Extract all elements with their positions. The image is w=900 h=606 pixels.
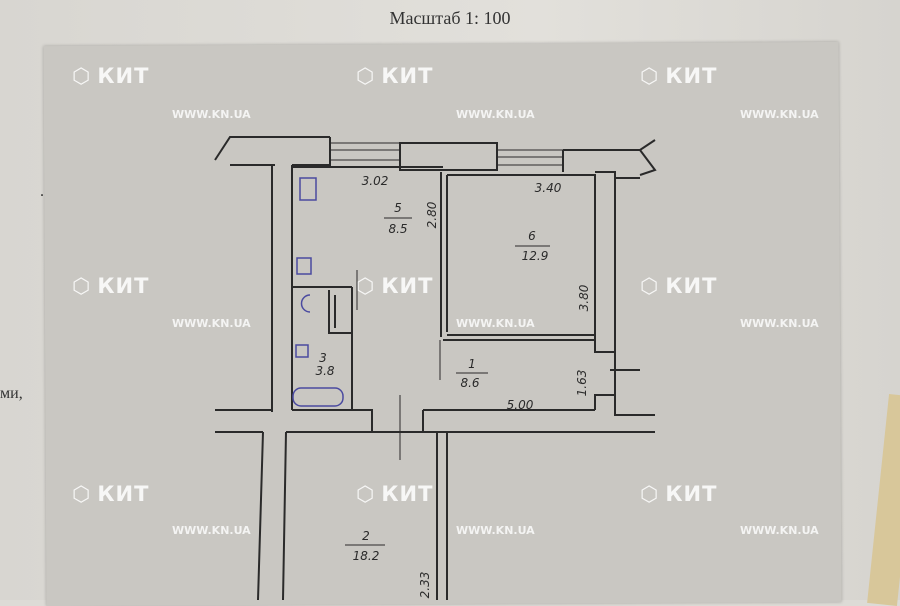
dim-room5-depth: 2.80 xyxy=(425,201,439,228)
margin-text-fragment: ми, xyxy=(0,385,23,402)
dim-room1-width: 5.00 xyxy=(507,398,534,412)
hexagon-logo-icon: ⬡ xyxy=(640,64,660,88)
windows xyxy=(330,142,563,166)
washbasin-icon xyxy=(295,344,309,358)
sink-icon xyxy=(296,257,312,275)
hexagon-logo-icon: ⬡ xyxy=(356,64,376,88)
scale-title: Масштаб 1: 100 xyxy=(389,8,511,28)
room6-area: 12.9 xyxy=(522,249,549,263)
watermark-logo: ⬡КИТ xyxy=(640,64,717,88)
dim-room2: 2.33 xyxy=(418,572,432,599)
watermark-brand: КИТ xyxy=(665,64,718,88)
watermark-url: WWW.KN.UA xyxy=(740,317,819,330)
room5-walls xyxy=(292,166,443,288)
watermark-url: WWW.KN.UA xyxy=(172,108,251,121)
watermark-url: WWW.KN.UA xyxy=(172,524,251,537)
door-marks xyxy=(356,270,441,460)
watermark-logo: ⬡КИТ xyxy=(640,274,717,298)
watermark-logo: ⬡КИТ xyxy=(356,64,433,88)
right-wall xyxy=(594,178,655,416)
hexagon-logo-icon: ⬡ xyxy=(640,274,660,298)
dim-room5-width: 3.02 xyxy=(362,174,389,188)
room2-number: 2 xyxy=(362,529,370,543)
bathtub-icon xyxy=(292,387,344,407)
watermark-brand: КИТ xyxy=(97,482,150,506)
hexagon-logo-icon: ⬡ xyxy=(640,482,660,506)
hexagon-logo-icon: ⬡ xyxy=(356,482,376,506)
watermark-logo: ⬡КИТ xyxy=(356,482,433,506)
hexagon-logo-icon: ⬡ xyxy=(72,482,92,506)
room2-walls xyxy=(436,432,448,600)
watermark-logo: ⬡КИТ xyxy=(72,274,149,298)
margin-mark: . xyxy=(40,183,44,200)
bathroom-walls xyxy=(328,287,353,410)
room2-area: 18.2 xyxy=(353,549,380,563)
dim-room6-width: 3.40 xyxy=(535,181,562,195)
stove-icon xyxy=(299,177,317,201)
watermark-url: WWW.KN.UA xyxy=(172,317,251,330)
watermark-brand: КИТ xyxy=(381,274,434,298)
dim-room6-depth: 3.80 xyxy=(577,284,591,311)
watermark-brand: КИТ xyxy=(381,482,434,506)
room6-number: 6 xyxy=(528,229,536,243)
fixtures xyxy=(292,177,344,407)
watermark-brand: КИТ xyxy=(665,482,718,506)
watermark-url: WWW.KN.UA xyxy=(740,108,819,121)
room5-area: 8.5 xyxy=(388,222,407,236)
watermark-url: WWW.KN.UA xyxy=(740,524,819,537)
room1-area: 8.6 xyxy=(460,376,479,390)
room6-walls xyxy=(443,174,596,341)
watermark-url: WWW.KN.UA xyxy=(456,108,535,121)
watermark-logo: ⬡КИТ xyxy=(72,64,149,88)
watermark-url: WWW.KN.UA xyxy=(456,317,535,330)
hexagon-logo-icon: ⬡ xyxy=(72,64,92,88)
room3-number: 3 xyxy=(319,351,327,365)
watermark-url: WWW.KN.UA xyxy=(456,524,535,537)
watermark-brand: КИТ xyxy=(97,274,150,298)
watermark-logo: ⬡КИТ xyxy=(72,482,149,506)
room3-area: 3.8 xyxy=(315,364,334,378)
top-exterior-wall xyxy=(214,136,657,179)
watermark-logo: ⬡КИТ xyxy=(356,274,433,298)
toilet-icon xyxy=(300,294,311,313)
room5-number: 5 xyxy=(394,201,402,215)
dim-room1-depth: 1.63 xyxy=(575,370,589,397)
watermark-brand: КИТ xyxy=(665,274,718,298)
hexagon-logo-icon: ⬡ xyxy=(72,274,92,298)
hexagon-logo-icon: ⬡ xyxy=(356,274,376,298)
room1-number: 1 xyxy=(468,357,476,371)
watermark-logo: ⬡КИТ xyxy=(640,482,717,506)
bottom-wall xyxy=(286,409,655,433)
watermark-brand: КИТ xyxy=(381,64,434,88)
watermark-brand: КИТ xyxy=(97,64,150,88)
partition-5-6 xyxy=(440,172,448,337)
